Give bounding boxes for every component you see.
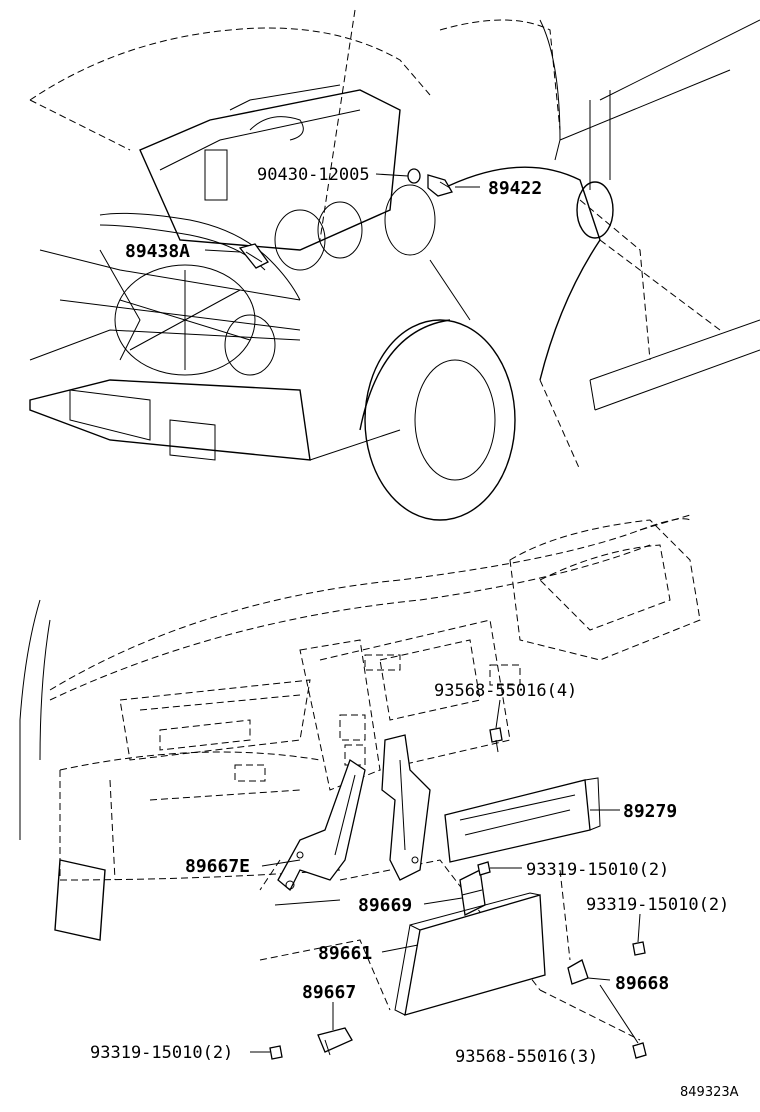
label-93319-15010-a: 93319-15010(2) bbox=[526, 860, 669, 880]
label-89422: 89422 bbox=[488, 178, 542, 199]
dashboard-illustration bbox=[19, 514, 701, 1041]
sensor-89438A bbox=[238, 243, 269, 269]
bracket-89667 bbox=[317, 1027, 353, 1056]
label-93319-15010-b: 93319-15010(2) bbox=[586, 895, 729, 915]
bolt-93568-lower bbox=[632, 1042, 647, 1059]
module-89279 bbox=[444, 777, 601, 863]
label-93319-15010-c: 93319-15010(2) bbox=[90, 1043, 233, 1063]
bracket-89668 bbox=[567, 959, 589, 985]
label-89667: 89667 bbox=[302, 982, 356, 1003]
label-93568-55016-4: 93568-55016(4) bbox=[434, 681, 577, 701]
label-90430-12005: 90430-12005 bbox=[257, 165, 370, 185]
engine-bay-illustration bbox=[29, 9, 760, 521]
bolt-93568-upper bbox=[489, 727, 503, 753]
label-89669: 89669 bbox=[358, 895, 412, 916]
bolt-93319-a bbox=[477, 861, 491, 876]
leader-lines bbox=[204, 173, 641, 1053]
label-89661: 89661 bbox=[318, 943, 372, 964]
sensor-89422 bbox=[427, 174, 453, 197]
washer-90430 bbox=[407, 168, 421, 184]
ecu-89661 bbox=[394, 892, 546, 1016]
bolt-93319-b bbox=[632, 941, 646, 956]
bracket-center bbox=[381, 734, 431, 881]
label-89668: 89668 bbox=[615, 973, 669, 994]
label-93568-55016-3: 93568-55016(3) bbox=[455, 1047, 598, 1067]
label-89667E: 89667E bbox=[185, 856, 250, 877]
bolt-93319-c bbox=[269, 1045, 283, 1060]
label-89279: 89279 bbox=[623, 801, 677, 822]
drawing-code: 849323A bbox=[680, 1085, 739, 1100]
label-89438A: 89438A bbox=[125, 241, 190, 262]
bracket-89667E bbox=[277, 758, 366, 892]
